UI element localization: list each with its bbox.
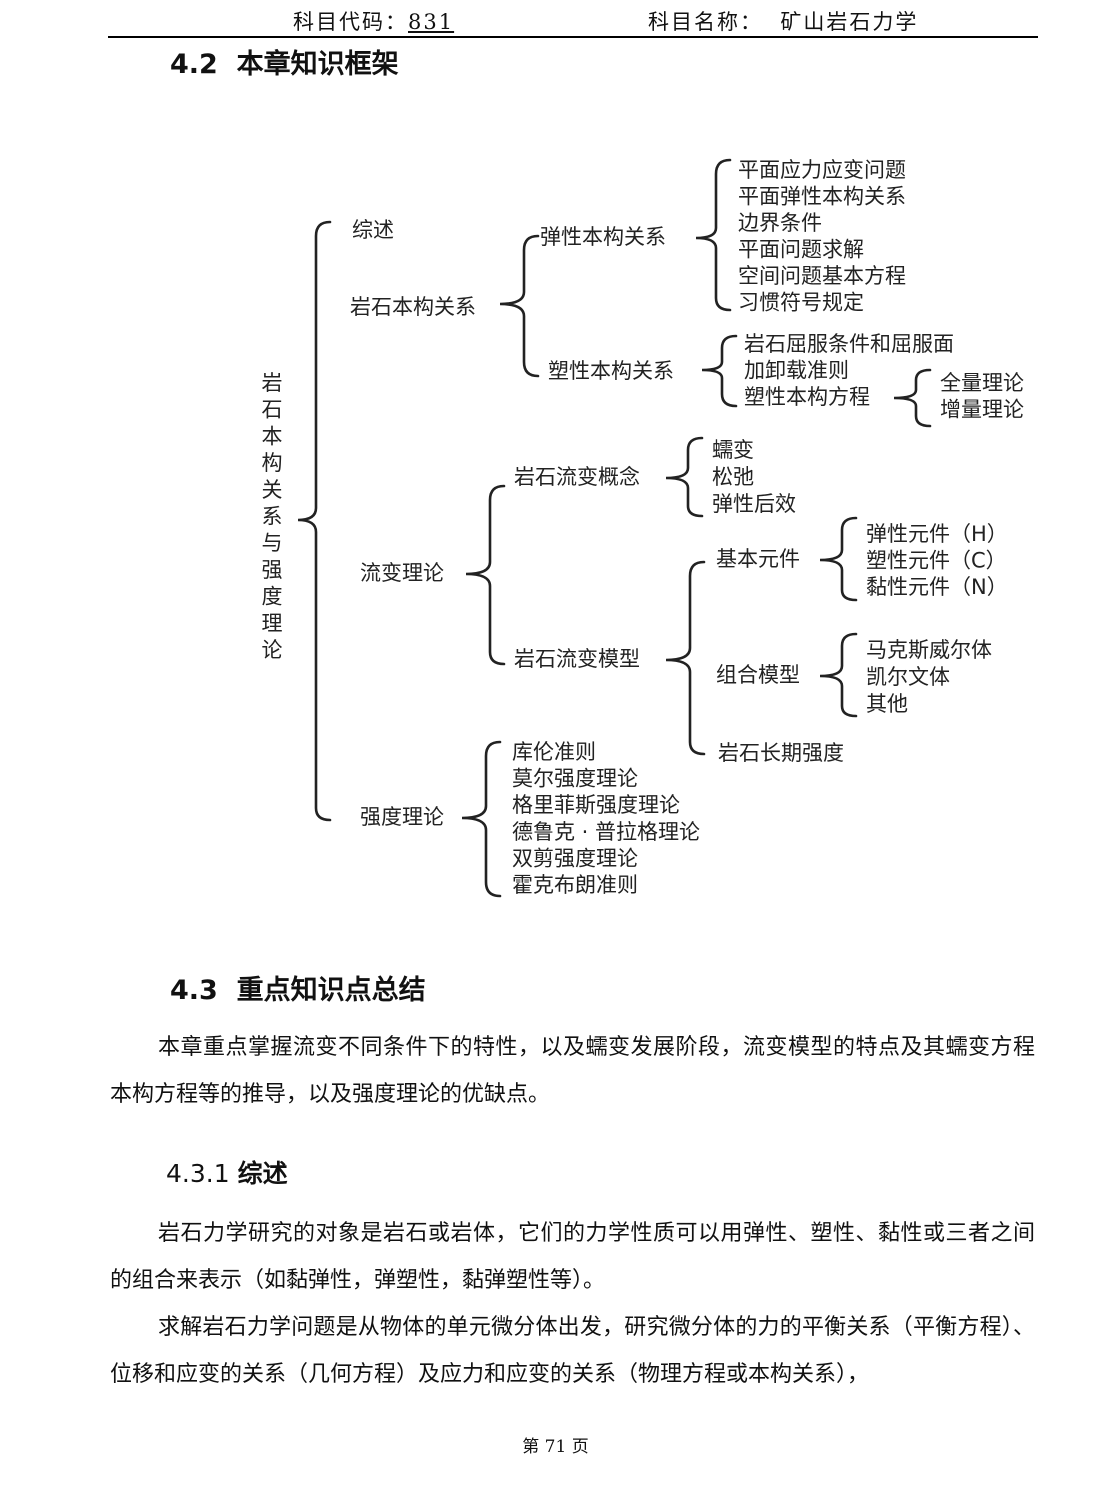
node-rheology: 流变理论	[360, 561, 444, 585]
plastic-item: 岩石屈服条件和屈服面	[744, 332, 954, 356]
brace-combined-models	[819, 632, 858, 718]
elastic-item: 空间问题基本方程	[738, 264, 906, 288]
elastic-item: 习惯符号规定	[738, 291, 864, 315]
section-4-2-title: 4.2 本章知识框架	[170, 49, 399, 80]
plastic-equation-item: 增量理论	[940, 398, 1024, 422]
combined-model-item: 马克斯威尔体	[866, 638, 992, 662]
paragraph-1: 岩石力学研究的对象是岩石或岩体，它们的力学性质可以用弹性、塑性、黏性或三者之间的…	[110, 1221, 1035, 1293]
combined-model-item: 凯尔文体	[866, 665, 950, 689]
elastic-item: 平面问题求解	[738, 238, 864, 262]
brace-rheology	[465, 484, 506, 666]
rheology-concept-item: 松弛	[712, 465, 754, 489]
rheology-concept-item: 弹性后效	[712, 492, 796, 516]
basic-element-item: 弹性元件（H）	[866, 522, 1008, 546]
node-rheology-model: 岩石流变模型	[514, 647, 640, 671]
basic-element-item-list: 弹性元件（H） 塑性元件（C）黏性元件（N）	[866, 522, 1008, 599]
strength-item: 格里菲斯强度理论	[512, 793, 680, 817]
brace-plastic	[701, 334, 738, 408]
subject-name: 科目名称： 矿山岩石力学	[648, 10, 919, 34]
brace-plastic-equation	[893, 368, 932, 428]
brace-rheology-model	[665, 560, 706, 756]
strength-item: 双剪强度理论	[512, 846, 638, 870]
node-plastic: 塑性本构关系	[548, 359, 674, 383]
page-number: 第 71 页	[522, 1437, 589, 1457]
strength-item: 莫尔强度理论	[512, 767, 638, 791]
paragraph-2: 求解岩石力学问题是从物体的单元微分体出发，研究微分体的力的平衡关系（平衡方程）、…	[110, 1315, 1035, 1387]
basic-element-item: 塑性元件（C）	[866, 549, 1007, 573]
plastic-item: 塑性本构方程	[744, 385, 870, 409]
node-strength: 强度理论	[360, 805, 444, 829]
brace-elastic	[695, 158, 732, 312]
node-constitutive: 岩石本构关系	[350, 295, 476, 319]
node-combined-models: 组合模型	[716, 663, 800, 687]
strength-item: 德鲁克 · 普拉格理论	[512, 820, 700, 844]
svg-text:岩石本构关系与强度理论: 岩石本构关系与强度理论	[262, 371, 283, 662]
node-basic-elements: 基本元件	[716, 547, 800, 571]
brace-constitutive	[499, 234, 540, 378]
combined-model-item: 其他	[866, 692, 908, 716]
rheology-concept-item: 蠕变	[712, 438, 754, 462]
brace-basic-elements	[819, 516, 858, 602]
elastic-item: 边界条件	[738, 211, 822, 235]
section-4-3-title: 4.3 重点知识点总结	[170, 975, 426, 1006]
subject-name-value: 矿山岩石力学	[780, 10, 919, 34]
knowledge-tree-diagram: 岩石本构关系与强度理论 综述 岩石本构关系 流变理论 强度理论 弹性本构关系 塑…	[262, 158, 1024, 898]
brace-rheology-concept	[665, 436, 704, 518]
subject-code: 科目代码：831	[293, 6, 468, 36]
node-rheology-concept: 岩石流变概念	[514, 465, 640, 489]
node-long-term-strength: 岩石长期强度	[718, 741, 844, 765]
plastic-item: 加卸载准则	[744, 359, 849, 383]
elastic-item: 平面弹性本构关系	[738, 185, 906, 209]
node-elastic: 弹性本构关系	[540, 225, 666, 249]
strength-item: 霍克布朗准则	[512, 873, 638, 897]
basic-element-item: 黏性元件（N）	[866, 575, 1008, 599]
elastic-item: 平面应力应变问题	[738, 158, 906, 182]
strength-item: 库伦准则	[512, 740, 596, 764]
page-header: 科目代码：831 科目名称： 矿山岩石力学	[108, 0, 1038, 38]
node-overview: 综述	[352, 218, 394, 242]
intro-paragraph: 本章重点掌握流变不同条件下的特性，以及蠕变发展阶段，流变模型的特点及其蠕变方程本…	[110, 1035, 1035, 1107]
plastic-equation-item: 全量理论	[940, 371, 1024, 395]
tree-root-label: 岩石本构关系与强度理论	[262, 371, 283, 662]
section-4-3-1-title: 4.3.1 综述	[166, 1159, 288, 1188]
subject-code-value: 831	[408, 10, 455, 34]
brace-strength	[461, 740, 502, 898]
brace-root	[297, 220, 332, 822]
